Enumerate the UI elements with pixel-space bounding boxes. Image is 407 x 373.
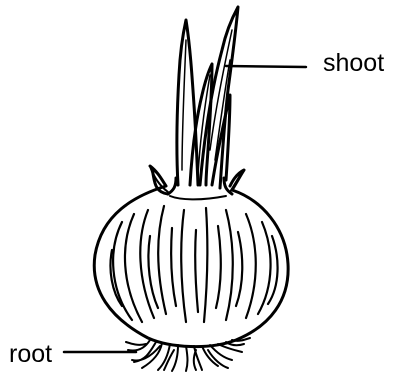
onion-bulb — [94, 166, 288, 347]
bulb-scale-lines — [110, 206, 277, 322]
shoot-label: shoot — [323, 51, 384, 76]
root-label: root — [9, 342, 52, 367]
shoot-pointer-line — [226, 66, 306, 67]
shoot-leaves — [168, 7, 238, 194]
